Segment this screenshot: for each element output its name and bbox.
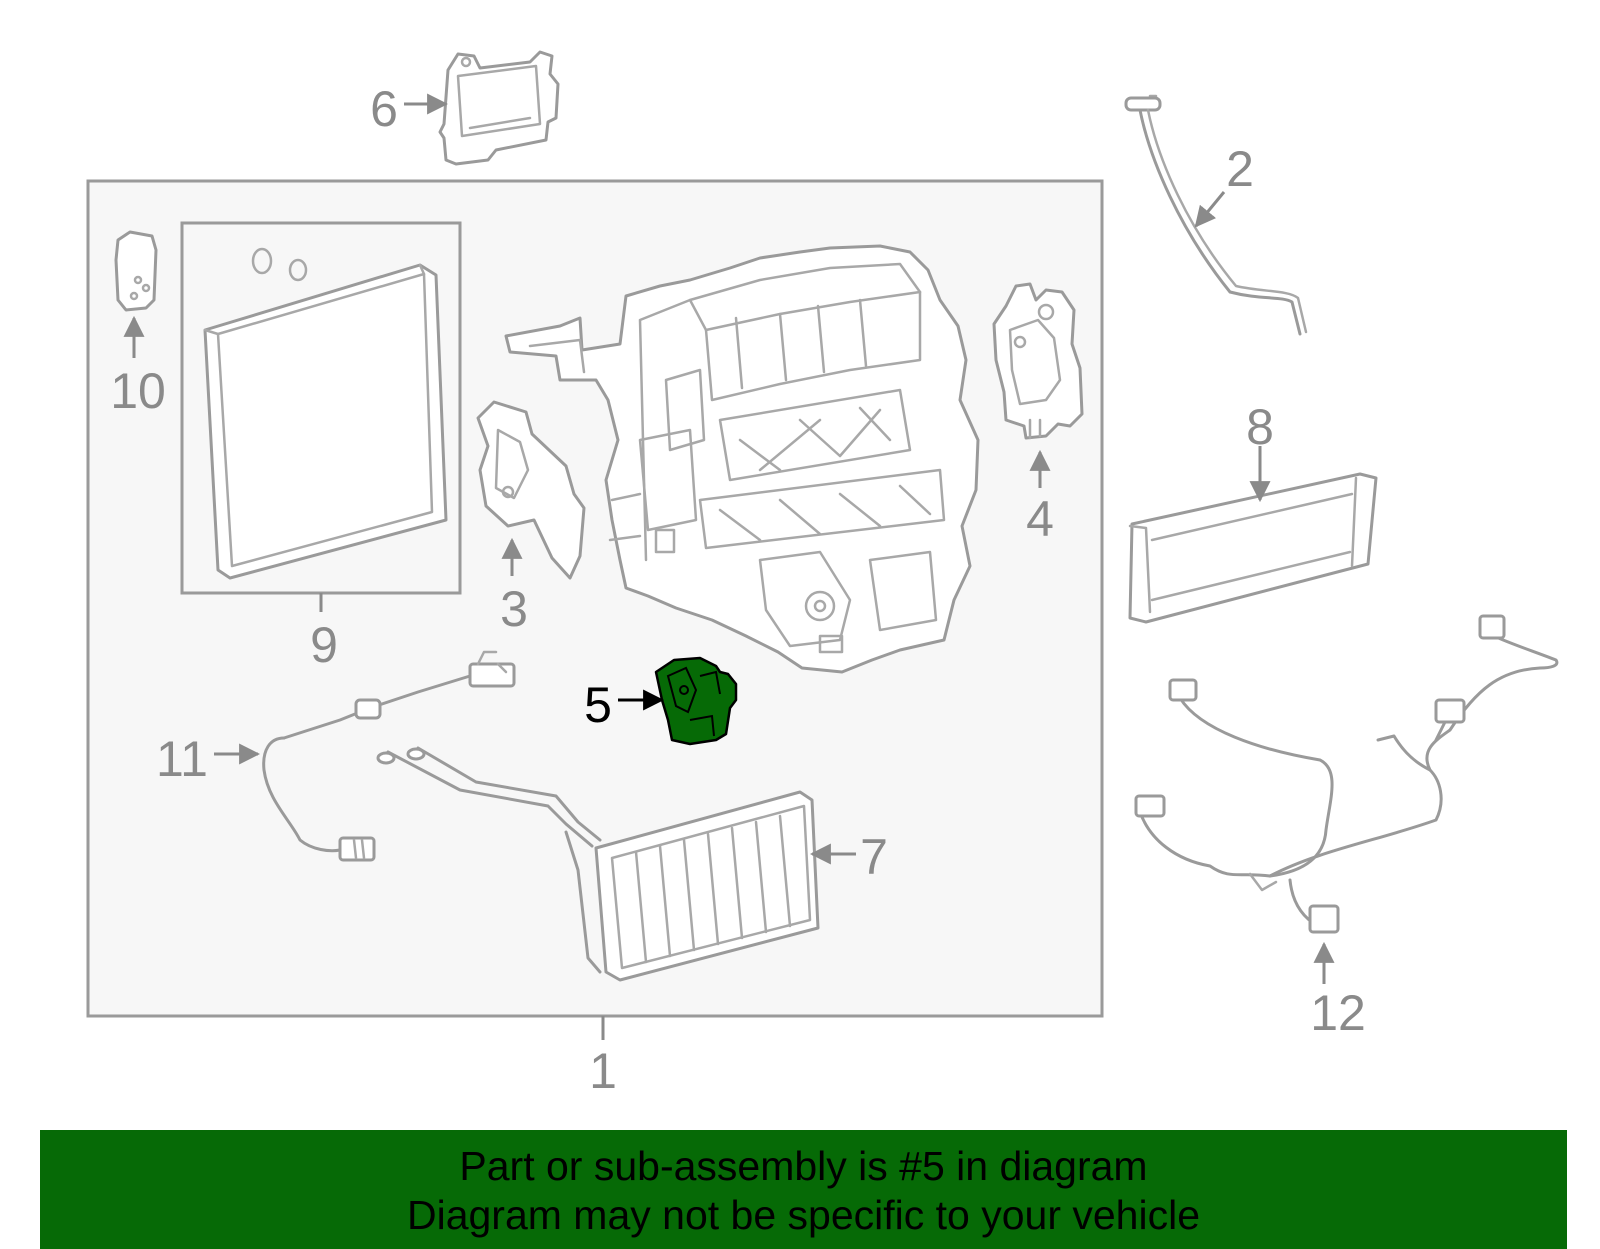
callout-5: 5 [584, 677, 612, 733]
callout-6: 6 [370, 81, 398, 137]
hvac-housing[interactable] [504, 244, 980, 674]
part-12-harness[interactable] [1134, 614, 1559, 934]
callout-2: 2 [1226, 141, 1254, 197]
parts-diagram: 1 2 3 4 5 6 7 8 9 10 11 12 [86, 50, 1559, 1099]
banner-line-2: Diagram may not be specific to your vehi… [406, 1192, 1200, 1238]
callout-3: 3 [500, 581, 528, 637]
callout-1: 1 [589, 1043, 617, 1099]
banner-line-1: Part or sub-assembly is #5 in diagram [459, 1143, 1148, 1189]
callout-12: 12 [1310, 985, 1366, 1041]
callout-4: 4 [1026, 491, 1054, 547]
part-9-evaporator[interactable] [203, 247, 448, 580]
callout-11: 11 [156, 731, 208, 787]
part-6-module[interactable] [438, 50, 560, 166]
part-10-valve[interactable] [114, 230, 158, 312]
leader-2 [1194, 191, 1226, 228]
part-3-cover[interactable] [476, 400, 586, 580]
part-5-servo-motor[interactable] [654, 656, 738, 746]
part-8-radiator[interactable] [1128, 472, 1378, 624]
callout-7: 7 [860, 829, 888, 885]
part-11-harness[interactable] [262, 650, 516, 862]
callout-10: 10 [110, 363, 166, 419]
callout-9: 9 [310, 617, 338, 673]
info-banner: Part or sub-assembly is #5 in diagram Di… [40, 1130, 1567, 1249]
part-4-actuator[interactable] [992, 282, 1084, 440]
part-2-cable[interactable] [1124, 94, 1308, 336]
part-7-heater-core[interactable] [376, 746, 820, 982]
callout-8: 8 [1246, 399, 1274, 455]
